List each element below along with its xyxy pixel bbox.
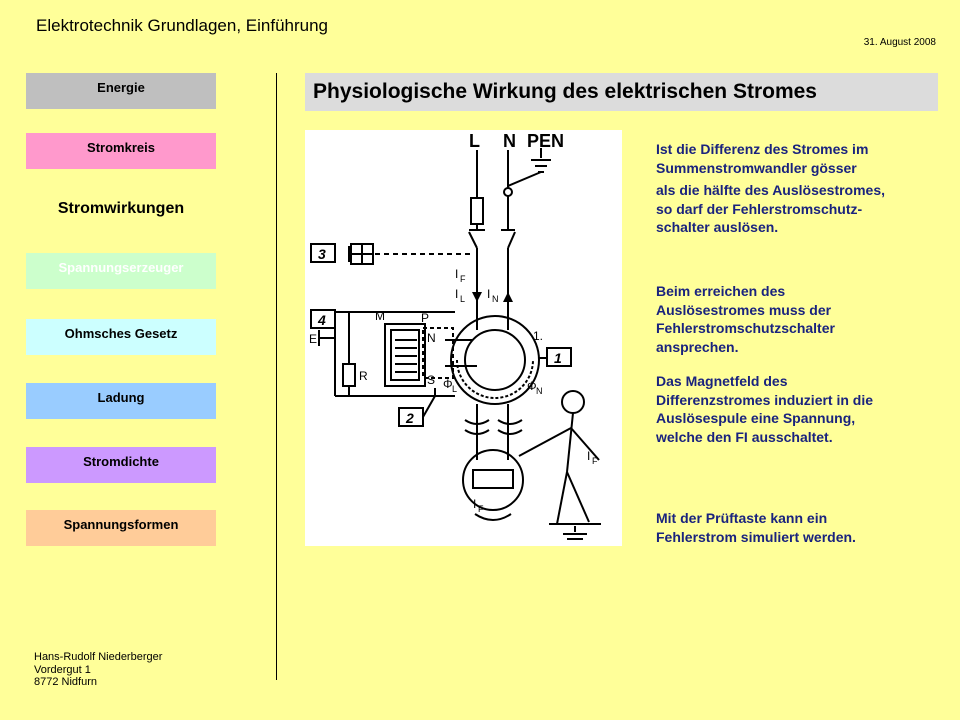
diagram-label-phil: Φ (443, 377, 453, 391)
fi-circuit-diagram: L N PEN 3 4 2 1 1. M P N S R E I F I L I… (305, 130, 622, 546)
diagram-label-r: R (359, 369, 368, 383)
nav-button-energie[interactable]: Energie (26, 73, 216, 109)
diagram-box-1: 1 (554, 350, 562, 366)
diagram-label-il-sub: L (460, 294, 465, 304)
para2-line1: Beim erreichen des (656, 283, 786, 299)
diagram-label-in: I (487, 287, 490, 301)
nav-button-ohmsches-gesetz[interactable]: Ohmsches Gesetz (26, 319, 216, 355)
para3-line3: Auslösespule eine Spannung, (656, 410, 856, 426)
diagram-label-in-sub: N (492, 294, 499, 304)
presentation-date: 31. August 2008 (863, 37, 936, 48)
para1-line3: als die hälfte des Auslösestromes, (656, 182, 886, 198)
diagram-label-if: I (455, 267, 458, 281)
nav-current-stromwirkungen: Stromwirkungen (57, 200, 185, 217)
para3-line2: Differenzstromes induziert in die (656, 391, 874, 408)
diagram-label-if-person: I (587, 449, 590, 463)
para1-line1: Ist die Differenz des Stromes im (656, 141, 869, 157)
diagram-label-if-sub: F (460, 274, 466, 284)
para4-line1: Mit der Prüftaste kann ein (656, 510, 828, 526)
diagram-label-n-coil: N (427, 331, 436, 345)
diagram-label-if-person-sub: F (592, 456, 598, 466)
author-name: Hans-Rudolf Niederberger (34, 651, 163, 663)
author-city: 8772 Nidfurn (34, 676, 97, 688)
nav-button-spannungserzeuger[interactable]: Spannungserzeuger (26, 253, 216, 289)
slide-title: Physiologische Wirkung des elektrischen … (305, 73, 938, 111)
diagram-label-n: N (503, 131, 516, 151)
explanation-paragraph-3: Das Magnetfeld des Differenzstromes indu… (656, 372, 873, 446)
explanation-paragraph-2: Beim erreichen des Auslösestromes muss d… (656, 282, 835, 356)
nav-button-ladung[interactable]: Ladung (26, 383, 216, 419)
diagram-box-4: 4 (317, 312, 326, 328)
author-address: Hans-Rudolf Niederberger Vordergut 1 877… (34, 651, 162, 689)
diagram-label-p: P (421, 311, 429, 325)
diagram-label-phin-sub: N (536, 386, 543, 396)
diagram-label-phil-sub: L (452, 384, 457, 394)
nav-button-stromdichte[interactable]: Stromdichte (26, 447, 216, 483)
para1-line5: schalter auslösen. (656, 219, 779, 235)
nav-button-stromkreis[interactable]: Stromkreis (26, 133, 216, 169)
explanation-paragraph-1: Ist die Differenz des Stromes im Summens… (656, 140, 885, 237)
para1-line4: so darf der Fehlerstromschutz- (656, 200, 863, 217)
diagram-label-if-load: I (473, 497, 476, 511)
diagram-label-1dot: 1. (533, 329, 543, 343)
presentation-title: Elektrotechnik Grundlagen, Einführung (36, 16, 329, 35)
nav-button-spannungsformen[interactable]: Spannungsformen (26, 510, 216, 546)
para2-line4: ansprechen. (656, 338, 739, 355)
para2-line2: Auslösestromes muss der (656, 301, 832, 318)
author-street: Vordergut 1 (34, 663, 91, 676)
diagram-label-phin: Φ (527, 379, 537, 393)
diagram-label-if-load-sub: F (478, 504, 484, 514)
para3-line4: welche den FI ausschaltet. (656, 428, 833, 445)
explanation-paragraph-4: Mit der Prüftaste kann ein Fehlerstrom s… (656, 509, 856, 546)
diagram-label-l: L (469, 131, 480, 151)
vertical-divider (276, 73, 277, 680)
diagram-label-e: E (309, 332, 317, 346)
para2-line3: Fehlerstromschutzschalter (656, 320, 835, 336)
diagram-label-s: S (427, 373, 435, 387)
diagram-label-pen: PEN (527, 131, 564, 151)
diagram-label-m: M (375, 309, 385, 323)
diagram-label-il: I (455, 287, 458, 301)
diagram-box-3: 3 (318, 246, 326, 262)
diagram-box-2: 2 (405, 410, 414, 426)
para4-line2: Fehlerstrom simuliert werden. (656, 528, 856, 545)
circuit-drawing: L N PEN 3 4 2 1 1. M P N S R E I F I L I… (309, 131, 601, 540)
para1-line2: Summenstromwandler gösser (656, 159, 857, 176)
para3-line1: Das Magnetfeld des (656, 373, 788, 389)
